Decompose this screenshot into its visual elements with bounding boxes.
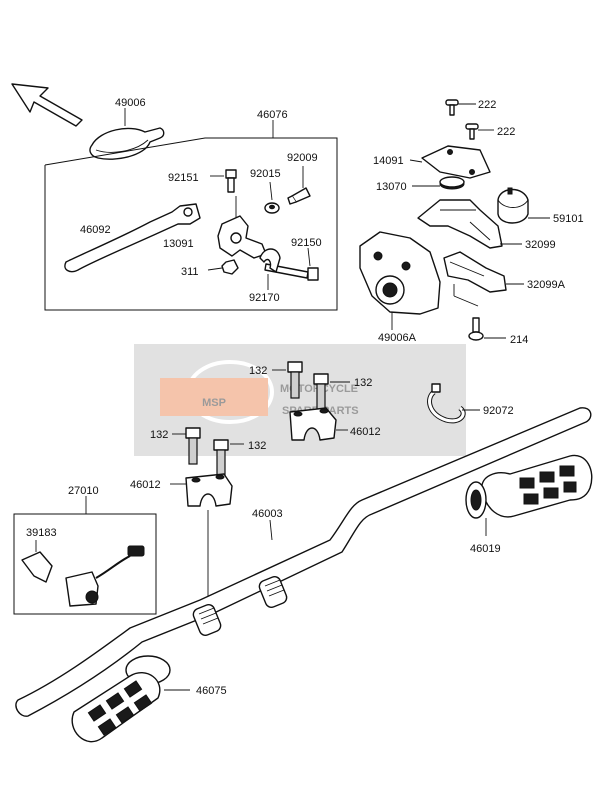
label-92151: 92151 [168,172,199,184]
part-311-nut [207,259,239,275]
label-59101: 59101 [553,213,584,225]
part-39183-switch-holder [21,540,53,583]
label-92009: 92009 [287,152,318,164]
label-132-b: 132 [354,377,372,389]
label-311: 311 [181,266,199,278]
part-32099A-housing [443,251,524,293]
part-92072-band [427,383,480,424]
label-222-b: 222 [497,126,515,138]
part-132-bolt-a [272,361,303,399]
direction-arrow-icon [11,83,83,127]
label-13070: 13070 [376,181,407,193]
part-132-bolt-c [172,427,201,465]
part-92151-bolt [210,169,237,193]
part-13091-bracket [217,196,267,259]
part-46075-grip [71,655,190,743]
watermark-msp-text: MSP [202,397,226,409]
part-214-bolt [453,284,506,341]
part-222-screw-b [465,123,494,140]
label-39183: 39183 [26,527,57,539]
label-14091: 14091 [373,155,404,167]
label-46003: 46003 [252,508,283,520]
part-27010-switch [65,545,145,607]
label-132-d: 132 [248,440,266,452]
label-222-a: 222 [478,99,496,111]
part-46012-clamp-lower [170,473,233,507]
label-46076: 46076 [257,109,288,121]
part-92170-clamp [259,248,281,290]
part-46092-lever [64,203,201,273]
part-59101-ring [497,187,550,224]
part-49006-cover [89,108,165,160]
label-49006: 49006 [115,97,146,109]
part-46003-handlebar [15,407,592,717]
part-46019-grip [465,454,593,536]
part-46012-clamp-upper [289,407,348,441]
label-92150: 92150 [291,237,322,249]
label-46012-a: 46012 [350,426,381,438]
assembly-box-46076 [44,120,338,311]
label-32099: 32099 [525,239,556,251]
part-222-screw-a [445,99,476,116]
label-92170: 92170 [249,292,280,304]
label-46075: 46075 [196,685,227,697]
label-32099A: 32099A [527,279,566,291]
assembly-box-27010 [13,496,157,615]
label-132-c: 132 [150,429,168,441]
label-132-a: 132 [249,365,267,377]
handlebar-knurl-right [258,576,288,608]
part-32099-housing [417,199,522,249]
part-14091-cover [409,145,491,179]
label-46092: 46092 [80,224,111,236]
label-49006A: 49006A [378,332,417,344]
handlebar-knurl-left [192,604,222,636]
label-46019: 46019 [470,543,501,555]
part-92009-screw [287,166,311,205]
label-13091: 13091 [163,238,194,250]
label-46012-b: 46012 [130,479,161,491]
part-49006A-guard [359,231,441,330]
part-13070-pulley [412,176,465,190]
label-27010: 27010 [68,485,99,497]
label-92072: 92072 [483,405,514,417]
part-92015-nut [264,181,280,214]
label-92015: 92015 [250,168,281,180]
label-214: 214 [510,334,528,346]
